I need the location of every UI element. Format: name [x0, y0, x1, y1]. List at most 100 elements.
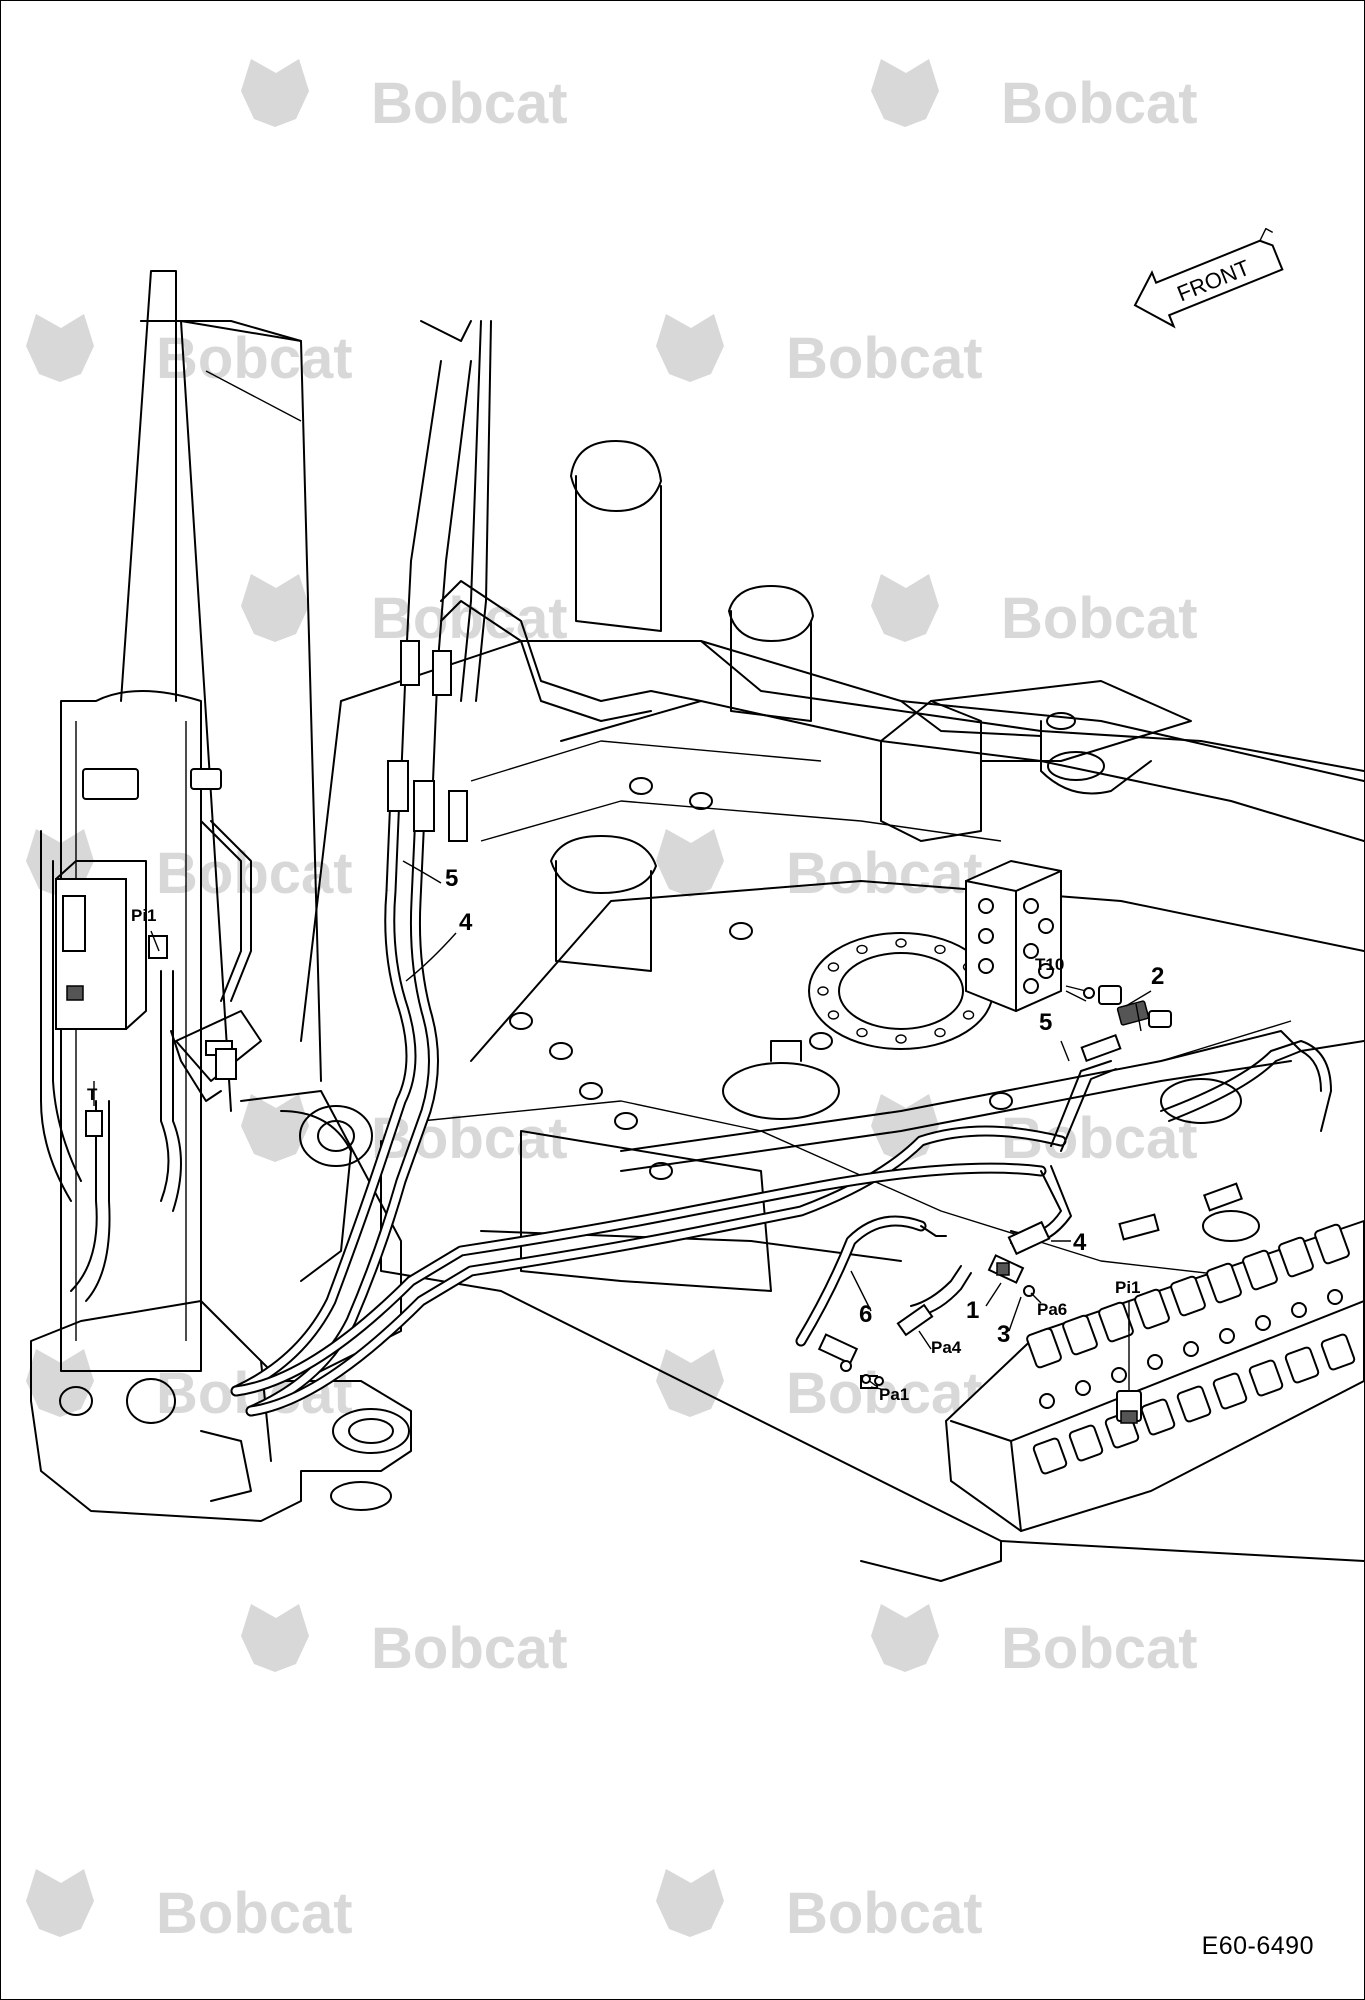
manifold-port	[1038, 918, 1054, 934]
callout-t-left: T	[87, 1085, 98, 1104]
spool-cap	[1176, 1385, 1212, 1423]
valve-port	[1255, 1315, 1271, 1331]
hose-routing	[230, 320, 1332, 1417]
manifold-port	[978, 958, 994, 974]
ring-bolt-hole	[827, 962, 840, 972]
callout-3: 3	[997, 1321, 1011, 1348]
ring-bolt-hole	[934, 1027, 946, 1038]
bobcat-watermark: Bobcat	[871, 1094, 1198, 1171]
manifold-port	[978, 898, 994, 914]
valve-port	[1327, 1289, 1343, 1305]
bobcat-watermark: Bobcat	[26, 314, 353, 391]
callout-pa6: Pa6	[1037, 1300, 1068, 1319]
front-direction-arrow: FRONT	[1133, 227, 1284, 329]
deck-boss	[809, 1032, 833, 1050]
deck-boss	[729, 922, 753, 940]
callout-t10: T10	[1035, 955, 1065, 974]
ring-bolt-hole	[895, 1034, 907, 1044]
svg-text:Bobcat: Bobcat	[786, 1361, 983, 1426]
ring-bolt-hole	[934, 944, 946, 955]
leader-lines	[93, 860, 1152, 1390]
svg-text:Bobcat: Bobcat	[786, 326, 983, 391]
callout-6: 6	[859, 1301, 873, 1328]
valve-port	[1219, 1328, 1235, 1344]
callout-4-lower: 4	[1073, 1229, 1087, 1256]
deck-boss	[549, 1042, 573, 1060]
manifold-port	[1023, 943, 1039, 959]
svg-text:Bobcat: Bobcat	[786, 1881, 983, 1946]
deck-boss	[689, 792, 713, 810]
spool-cap	[1284, 1346, 1320, 1384]
ring-bolt-hole	[962, 1010, 975, 1020]
callout-pa4: Pa4	[931, 1338, 962, 1357]
svg-text:Bobcat: Bobcat	[1001, 586, 1198, 651]
bobcat-watermark: Bobcat	[656, 829, 983, 906]
manifold-port	[1023, 978, 1039, 994]
valve-port	[1039, 1393, 1055, 1409]
ring-bolt-hole	[817, 986, 829, 996]
bobcat-watermark: Bobcat	[241, 1604, 568, 1681]
bobcat-watermark: Bobcat	[656, 1869, 983, 1946]
manifold-port	[978, 928, 994, 944]
spool-cap	[1032, 1437, 1068, 1475]
svg-text:Bobcat: Bobcat	[1001, 1616, 1198, 1681]
bobcat-watermark: Bobcat	[871, 59, 1198, 136]
deck-boss	[614, 1112, 638, 1130]
valve-port	[1183, 1341, 1199, 1357]
deck-boss	[509, 1012, 533, 1030]
bobcat-watermark: Bobcat	[26, 1869, 353, 1946]
upper-frame-drawing	[300, 440, 1364, 1582]
spool-fitting	[1206, 1262, 1242, 1304]
t10-manifold-drawing	[965, 859, 1172, 1032]
valve-port	[1147, 1354, 1163, 1370]
deck-boss	[629, 777, 653, 795]
ring-bolt-hole	[827, 1010, 840, 1020]
manifold-port	[1038, 963, 1054, 979]
spool-fitting	[1170, 1275, 1206, 1317]
control-valve-drawing	[817, 1219, 1364, 1533]
manifold-port	[1023, 898, 1039, 914]
bobcat-watermark: Bobcat	[241, 59, 568, 136]
bobcat-watermark: Bobcat	[656, 314, 983, 391]
spool-fitting	[1026, 1327, 1062, 1369]
callout-pi1-left: Pi1	[131, 906, 157, 925]
callout-pa1: Pa1	[879, 1385, 910, 1404]
valve-port	[1075, 1380, 1091, 1396]
deck-boss	[649, 1162, 673, 1180]
boom-cylinder-drawing	[30, 270, 412, 1522]
spool-cap	[1320, 1333, 1356, 1371]
svg-text:Bobcat: Bobcat	[156, 326, 353, 391]
spool-fitting	[1242, 1249, 1278, 1291]
callout-5-lower: 5	[1039, 1009, 1053, 1036]
valve-port	[1111, 1367, 1127, 1383]
svg-text:Bobcat: Bobcat	[371, 71, 568, 136]
spool-fitting	[1098, 1301, 1134, 1343]
spool-fitting	[1062, 1314, 1098, 1356]
spool-fitting	[1314, 1223, 1350, 1265]
svg-text:Bobcat: Bobcat	[156, 1881, 353, 1946]
spool-cap	[1068, 1424, 1104, 1462]
bobcat-watermark: Bobcat	[871, 1604, 1198, 1681]
svg-text:Bobcat: Bobcat	[786, 841, 983, 906]
valve-port	[1291, 1302, 1307, 1318]
deck-boss	[989, 1092, 1013, 1110]
spool-fitting	[1134, 1288, 1170, 1330]
spool-cap	[1140, 1398, 1176, 1436]
ring-bolt-hole	[856, 944, 868, 955]
callout-5-upper: 5	[445, 865, 459, 892]
callout-4-upper: 4	[459, 909, 473, 936]
callout-1: 1	[966, 1297, 980, 1324]
bobcat-watermark: Bobcat	[871, 574, 1198, 651]
ring-bolt-hole	[856, 1027, 868, 1038]
callout-pi1-right: Pi1	[1115, 1278, 1141, 1297]
spool-cap	[1212, 1372, 1248, 1410]
callout-2: 2	[1151, 963, 1165, 990]
svg-text:Bobcat: Bobcat	[1001, 71, 1198, 136]
svg-text:Bobcat: Bobcat	[371, 1616, 568, 1681]
spool-fitting	[1278, 1236, 1314, 1278]
spool-cap	[1248, 1359, 1284, 1397]
bobcat-watermark: Bobcat	[656, 1349, 983, 1426]
drawing-code: E60-6490	[1201, 1932, 1314, 1960]
